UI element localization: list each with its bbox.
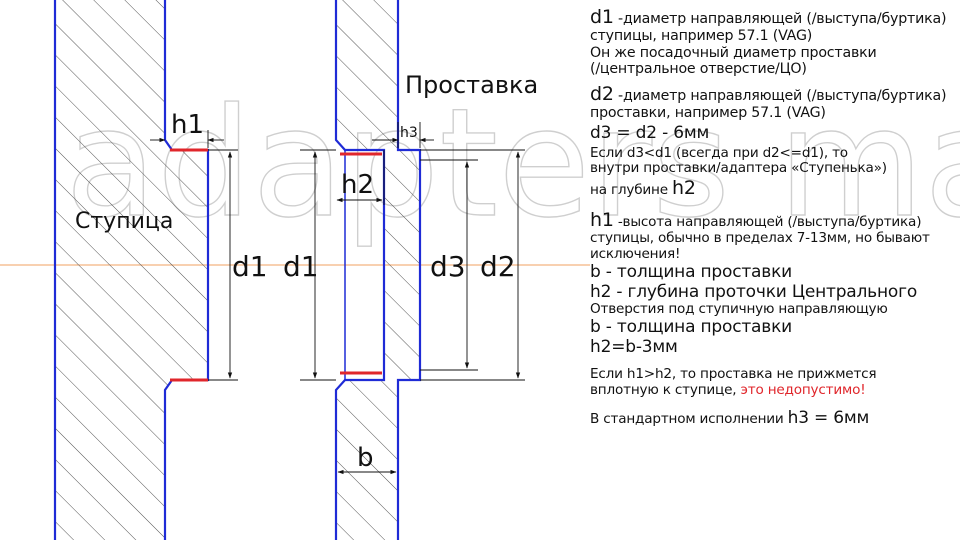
dimensions xyxy=(150,122,525,475)
watermark-text: adapters masters xyxy=(65,77,960,251)
d2-label: d2 xyxy=(480,250,516,283)
note-d2-line1: d2 -диаметр направляющей (/выступа/бурти… xyxy=(590,83,947,106)
note-d1-line2: ступицы, например 57.1 (VAG) xyxy=(590,28,813,45)
d1-symbol: d1 xyxy=(590,6,614,28)
h1-symbol: h1 xyxy=(590,209,614,232)
note-cond-line3: на глубине h2 xyxy=(590,177,696,200)
warning-text: это недопустимо! xyxy=(740,382,866,399)
d2-symbol: d2 xyxy=(590,83,614,106)
hub-outline xyxy=(163,0,210,540)
spacer-label: Проставка xyxy=(405,71,538,99)
d1-hub-label: d1 xyxy=(232,250,268,283)
note-b-line2: b - толщина проставки xyxy=(590,316,793,337)
note-h1-line1: h1 -высота направляющей (/выступа/буртик… xyxy=(590,209,922,232)
b-label: b xyxy=(357,443,374,473)
d1-spacer-label: d1 xyxy=(283,250,319,283)
watermark: adapters masters xyxy=(64,76,960,251)
hub-body xyxy=(55,0,208,540)
h3-label: h3 xyxy=(400,125,418,141)
note-b-line1: b - толщина проставки xyxy=(590,261,793,282)
note-h2-formula: h2=b-3мм xyxy=(590,336,678,357)
note-d2-line2: проставки, например 57.1 (VAG) xyxy=(590,105,826,122)
h3-formula: h3 = 6мм xyxy=(787,407,870,428)
h1-label: h1 xyxy=(171,110,204,140)
note-warn-line2: вплотную к ступице, это недопустимо! xyxy=(590,382,866,399)
h2-label: h2 xyxy=(341,170,374,200)
note-h2-line1: h2 - глубина проточки Центрального xyxy=(590,281,918,302)
note-cond-line2: внутри проставки/адаптера «Ступенька») xyxy=(590,160,887,177)
note-warn-line1: Если h1>h2, то проставка не прижмется xyxy=(590,366,877,383)
notes-panel: d1 -диаметр направляющей (/выступа/бурти… xyxy=(590,6,956,429)
note-d1-line4: (/центральное отверстие/ЦО) xyxy=(590,60,807,77)
note-cond-line1: Если d3<d1 (всегда при d2<=d1), то xyxy=(590,144,848,161)
hub-label: Ступица xyxy=(75,209,173,234)
note-h2-line2: Отверстия под ступичную направляющую xyxy=(590,301,888,318)
h2-symbol: h2 xyxy=(672,177,696,200)
note-h1-line3: исключения! xyxy=(590,246,681,263)
spacer-section xyxy=(334,0,422,540)
d3-label: d3 xyxy=(430,250,466,283)
spacer-body xyxy=(336,0,420,540)
hub-section xyxy=(53,0,210,540)
note-d1-line1: d1 -диаметр направляющей (/выступа/бурти… xyxy=(590,6,947,28)
note-d3-formula: d3 = d2 - 6мм xyxy=(590,122,710,143)
note-standard: В стандартном исполнении h3 = 6мм xyxy=(590,407,870,428)
note-h1-line2: ступицы, обычно в пределах 7-13мм, но бы… xyxy=(590,230,930,247)
note-d1-line3: Он же посадочный диаметр проставки xyxy=(590,44,877,61)
